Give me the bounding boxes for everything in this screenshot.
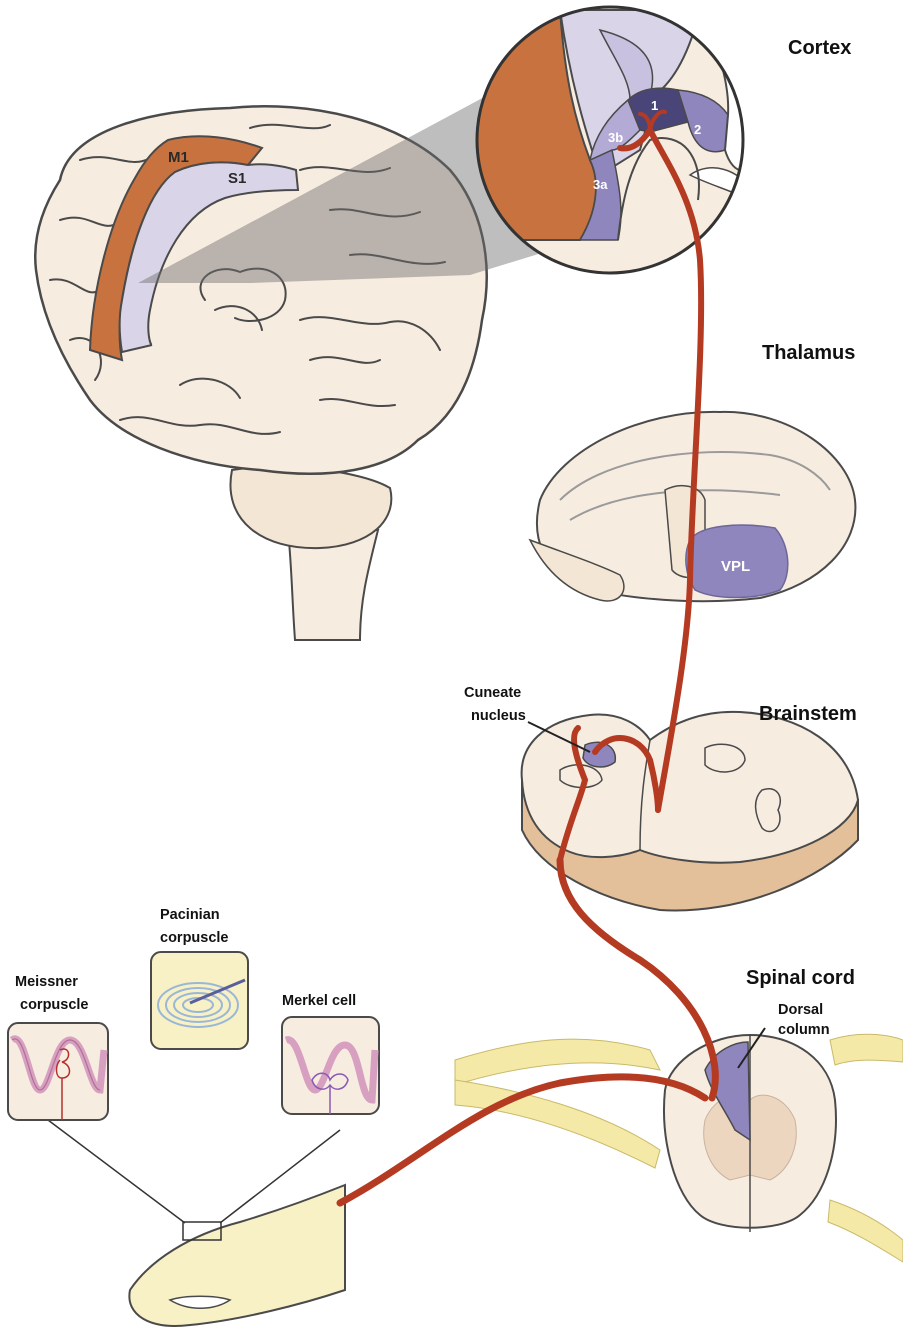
area-3a-label: 3a [593, 177, 608, 192]
pacinian-label-line2: corpuscle [160, 930, 229, 946]
merkel-label: Merkel cell [282, 993, 356, 1009]
vpl-label: VPL [721, 558, 750, 575]
pacinian-label-line1: Pacinian [160, 907, 220, 923]
cuneate-nucleus-label-line2: nucleus [471, 708, 526, 724]
cuneate-nucleus-label-line1: Cuneate [464, 685, 521, 701]
meissner-label-line1: Meissner [15, 974, 78, 990]
m1-label: M1 [168, 149, 189, 166]
spinal-cord-label: Spinal cord [746, 967, 855, 989]
area-3b-label: 3b [608, 130, 623, 145]
pacinian-box [151, 952, 248, 1049]
brainstem-label: Brainstem [759, 703, 857, 725]
dorsal-column-label-line2: column [778, 1022, 830, 1038]
s1-label: S1 [228, 170, 246, 187]
meissner-box [8, 1023, 108, 1120]
cerebellum [230, 467, 391, 548]
cortex-label: Cortex [788, 37, 851, 59]
spinal-cord [455, 1028, 903, 1262]
meissner-label-line2: corpuscle [20, 997, 89, 1013]
pathway-finger-to-cord [340, 1077, 705, 1203]
area-2-label: 2 [694, 122, 701, 137]
area-1-label: 1 [651, 98, 658, 113]
dorsal-column-label-line1: Dorsal [778, 1002, 823, 1018]
finger [48, 1120, 345, 1326]
thalamus-label: Thalamus [762, 342, 855, 364]
merkel-box [282, 1017, 379, 1114]
